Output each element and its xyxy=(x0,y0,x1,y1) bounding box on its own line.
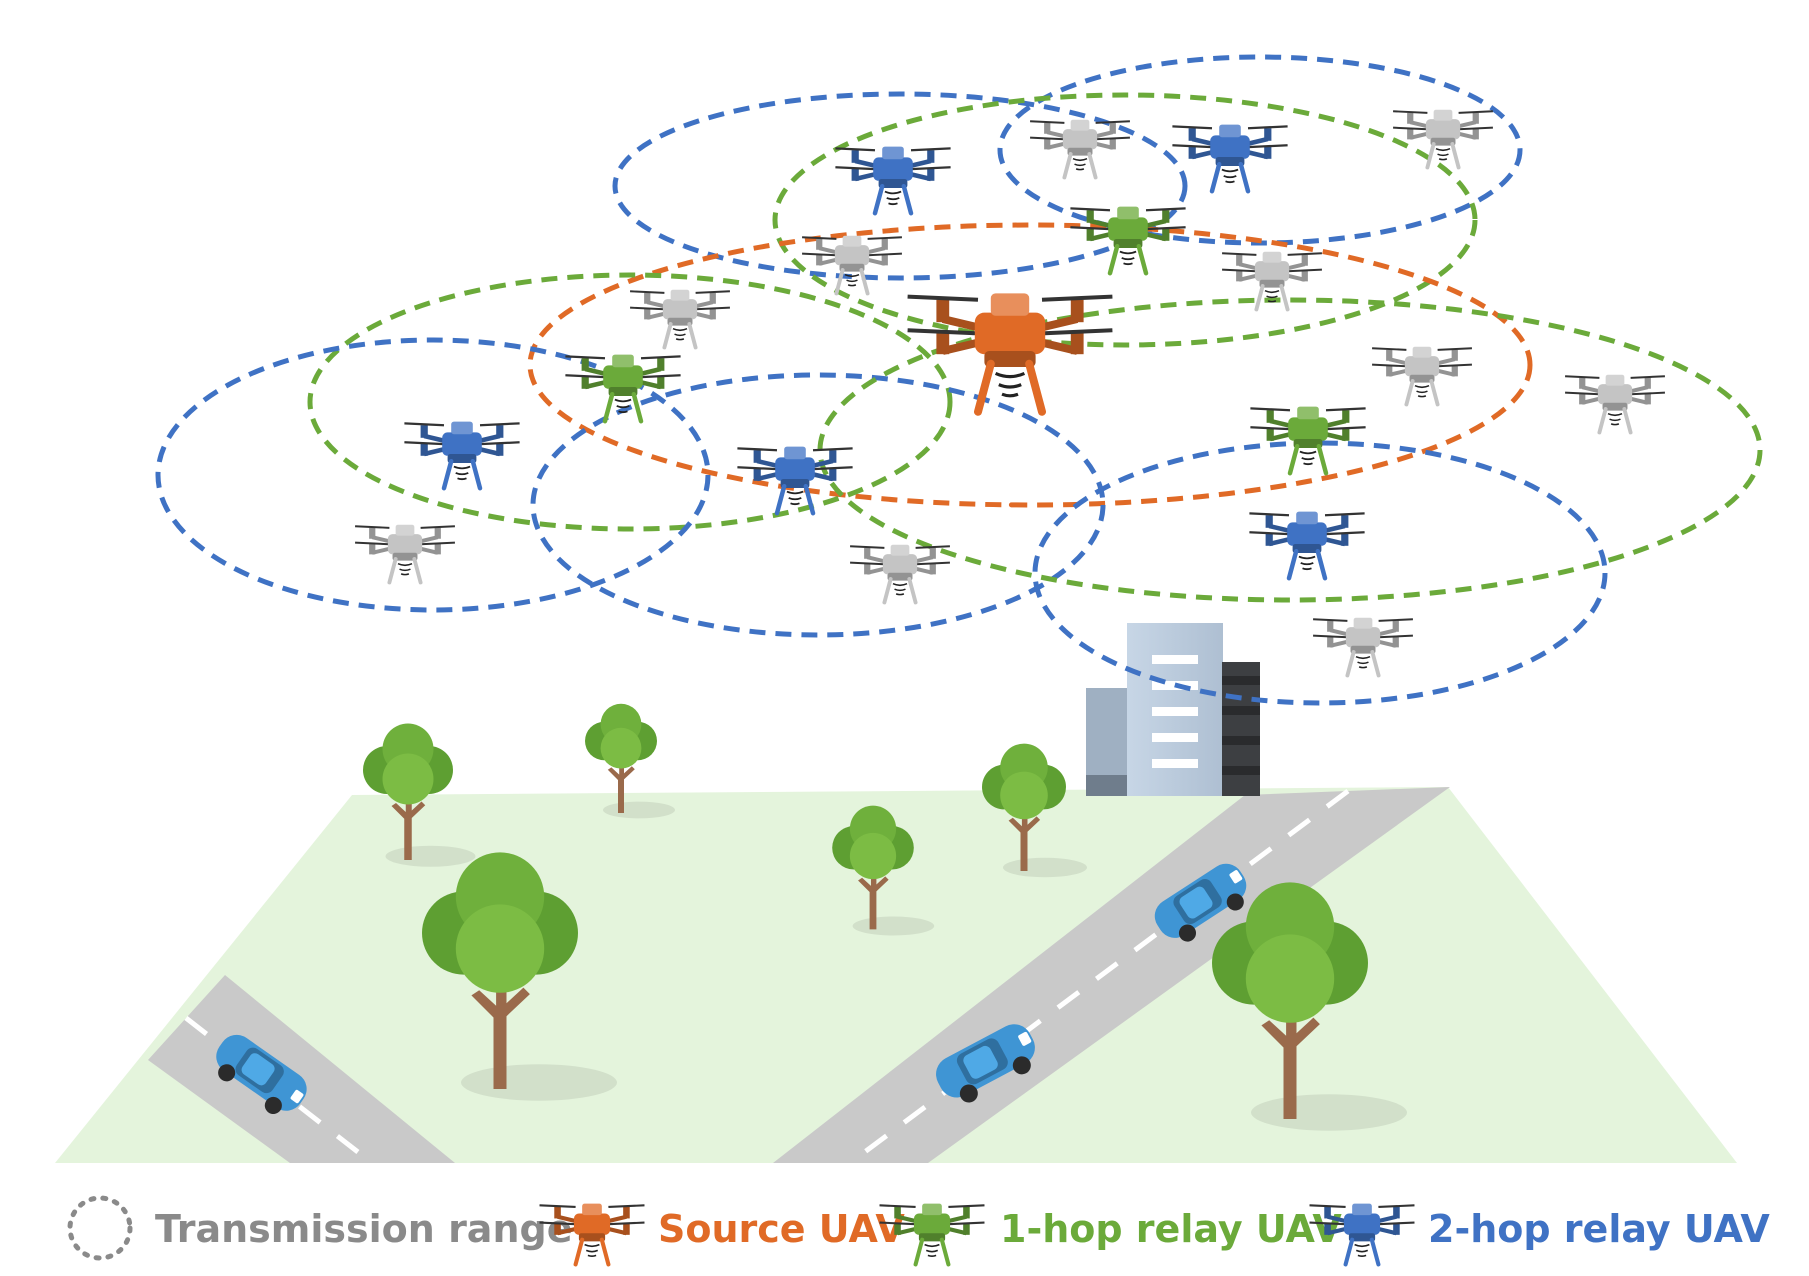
side-road xyxy=(148,975,455,1163)
tree xyxy=(363,723,476,867)
hop2-relay-uav xyxy=(737,446,853,516)
hop2-transmission-range xyxy=(612,91,1188,281)
hop1-transmission-range xyxy=(817,297,1763,603)
hop2-transmission-range xyxy=(530,372,1106,638)
inactive-uav xyxy=(1565,374,1665,435)
car xyxy=(936,1024,1035,1103)
hop1-relay-uav-icon xyxy=(879,1203,985,1267)
trees xyxy=(363,703,1407,1131)
hop2-relay-uav xyxy=(835,146,951,216)
car xyxy=(1154,863,1247,942)
building-tower xyxy=(1127,623,1223,796)
legend-1-hop-relay-uav-label: 1-hop relay UAV xyxy=(1000,1207,1342,1251)
inactive-uav xyxy=(630,289,730,350)
cars xyxy=(216,863,1247,1115)
uav-swarm xyxy=(355,109,1665,678)
hop2-relay-uav xyxy=(1172,124,1288,194)
tree xyxy=(982,743,1087,878)
tree xyxy=(1212,882,1407,1131)
tree xyxy=(585,703,675,819)
source-transmission-range xyxy=(527,222,1533,508)
tree xyxy=(832,805,935,936)
hop1-relay-uav xyxy=(565,354,681,424)
hop2-relay-uav xyxy=(1249,511,1365,581)
inactive-uav xyxy=(850,544,950,605)
hop2-transmission-range xyxy=(1032,440,1608,706)
buildings xyxy=(1086,623,1260,796)
hop2-transmission-range xyxy=(155,337,711,613)
legend-source-uav-label: Source UAV xyxy=(658,1207,905,1251)
building-dark xyxy=(1222,662,1260,796)
hop2-relay-uav-legend-icon xyxy=(1309,1203,1415,1267)
main-road-lane-marking xyxy=(848,788,1350,1166)
transmission-ranges xyxy=(155,54,1763,706)
inactive-uav xyxy=(802,235,902,296)
inactive-uav xyxy=(1372,346,1472,407)
building-left xyxy=(1086,688,1128,796)
hop2-relay-uav-icon xyxy=(1309,1203,1415,1267)
hop1-relay-uav-legend-icon xyxy=(879,1203,985,1267)
tree xyxy=(422,852,617,1101)
transmission-range-icon xyxy=(67,1195,133,1261)
inactive-uav xyxy=(1030,119,1130,180)
legend-2-hop-relay-uav-label: 2-hop relay UAV xyxy=(1428,1207,1770,1251)
legend-transmission-range-label: Transmission range xyxy=(155,1207,572,1251)
hop1-transmission-range xyxy=(772,92,1478,348)
source-uav-icon xyxy=(539,1203,645,1267)
inactive-uav xyxy=(355,524,455,585)
source-uav-legend-icon xyxy=(539,1203,645,1267)
hop1-relay-uav xyxy=(1250,406,1366,476)
inactive-uav xyxy=(1222,251,1322,312)
hop2-relay-uav xyxy=(404,421,520,491)
hop1-transmission-range xyxy=(307,272,953,532)
legend: Transmission range Source UAV 1-hop rela… xyxy=(67,1195,1770,1267)
car xyxy=(216,1034,307,1115)
inactive-uav xyxy=(1313,617,1413,678)
inactive-uav xyxy=(1393,109,1493,170)
hop1-relay-uav xyxy=(1070,206,1186,276)
source-uav xyxy=(907,293,1113,416)
